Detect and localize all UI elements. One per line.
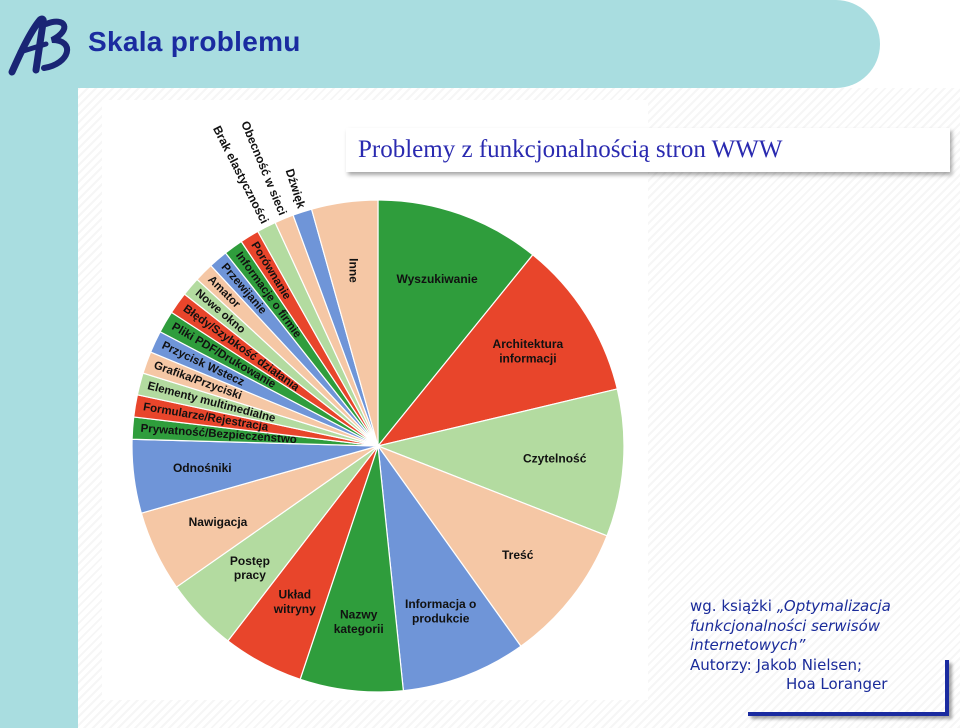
source-caption: wg. książki „Optymalizacja funkcjonalnoś… [690, 597, 952, 695]
slice-label-nawigacja: Nawigacja [189, 515, 248, 529]
pie-slice-inne [310, 199, 379, 447]
book-title-3: internetowych” [690, 636, 806, 654]
caption-prefix: wg. książki [690, 597, 777, 615]
chart-title: Problemy z funkcjonalnością stron WWW [358, 136, 783, 163]
slide-title: Skala problemu [88, 26, 301, 57]
authors-line-2: Hoa Loranger [786, 675, 888, 693]
chart-title-box: Problemy z funkcjonalnością stron WWW [346, 128, 950, 172]
pie-slice-nazwy-kategorii [299, 445, 405, 693]
book-title-2: funkcjonalności serwisów [690, 616, 881, 635]
slice-label-odnosniki: Odnośniki [173, 461, 232, 475]
corner-bracket [748, 660, 949, 716]
pie-slice-wyszukiwanie [377, 199, 534, 448]
pie-slice-informacja-o-produkcie [377, 443, 522, 692]
slice-label-wyszukiwanie: Wyszukiwanie [397, 272, 478, 286]
pie-slice-tresc [376, 444, 608, 648]
caption-line-1: wg. książki „Optymalizacja [690, 597, 952, 617]
book-title-1: „Optymalizacja [776, 597, 891, 615]
title-banner [0, 0, 880, 88]
authors-line-1: Autorzy: Jakob Nielsen; [690, 655, 863, 674]
pie-slice-architektura-informacji [376, 253, 619, 447]
side-band [0, 88, 78, 728]
pie-slice-czytelnosc [375, 388, 625, 537]
ab-logo [8, 15, 71, 76]
slice-label-czytelnosc: Czytelność [523, 452, 587, 466]
slice-label-tresc: Treść [502, 548, 534, 562]
slice-label-inne: Inne [347, 258, 361, 283]
